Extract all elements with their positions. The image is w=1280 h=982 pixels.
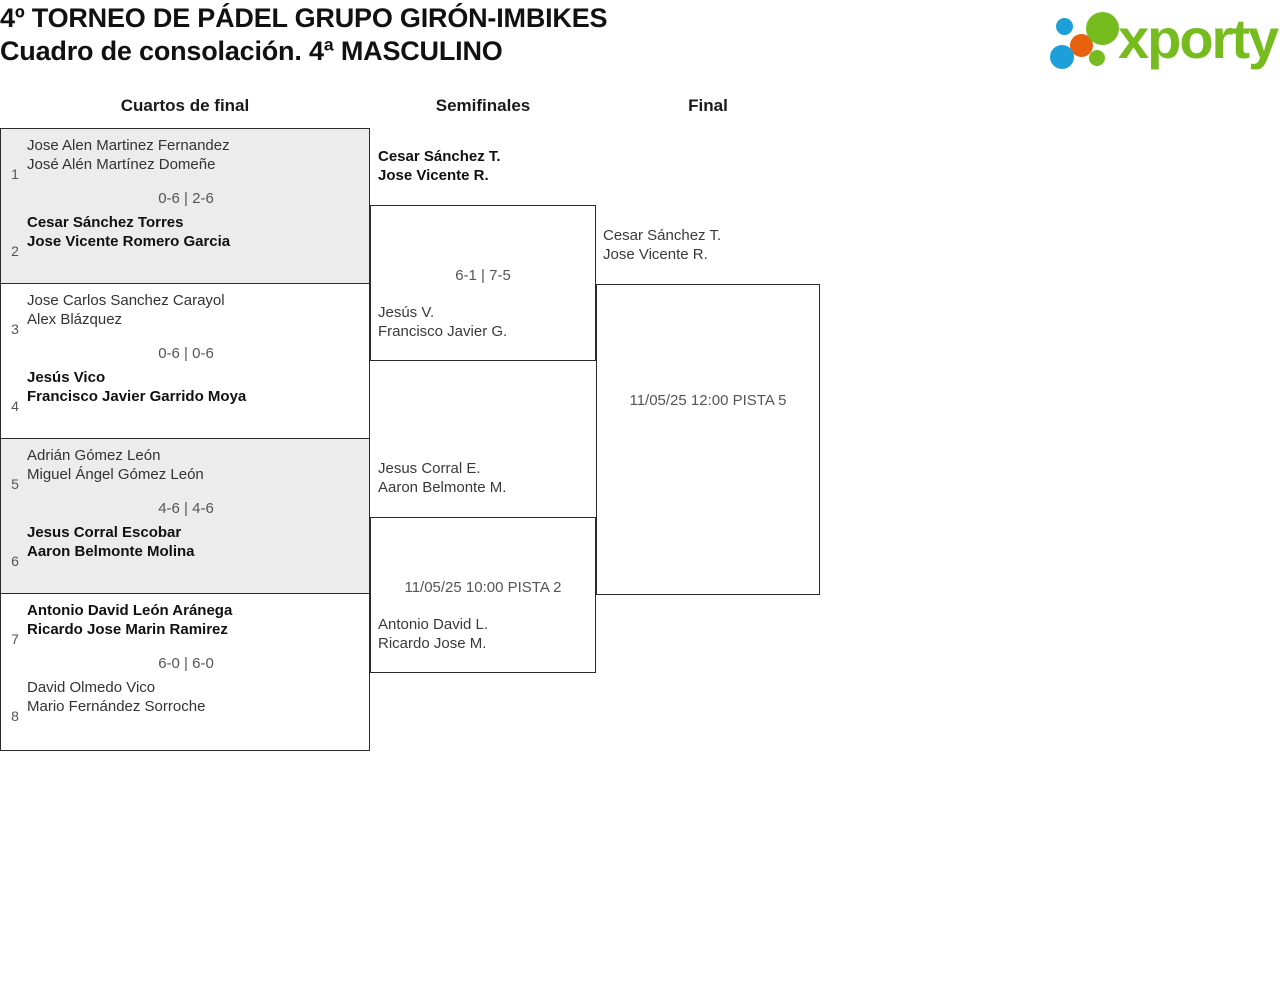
seed-number: 6 xyxy=(11,553,19,569)
team-entry-winner[interactable]: Cesar Sánchez Torres Jose Vicente Romero… xyxy=(27,214,361,251)
player-name: José Alén Martínez Domeñe xyxy=(27,155,216,173)
match-schedule: 11/05/25 12:00 PISTA 5 xyxy=(629,392,787,409)
seed-number: 1 xyxy=(11,166,19,182)
player-name: Ricardo Jose Marin Ramirez xyxy=(27,620,228,638)
tournament-header: 4º TORNEO DE PÁDEL GRUPO GIRÓN-IMBIKES C… xyxy=(0,0,1030,68)
player-name: Adrián Gómez León xyxy=(27,447,161,464)
logo-dots-icon xyxy=(1044,10,1122,72)
player-name: Miguel Ángel Gómez León xyxy=(27,465,204,483)
team-entry[interactable]: David Olmedo Vico Mario Fernández Sorroc… xyxy=(27,679,361,716)
round-header-quarterfinals: Cuartos de final xyxy=(120,96,250,115)
player-name: Jesús Vico xyxy=(27,369,106,386)
round-header-final: Final xyxy=(688,96,728,115)
team-entry[interactable]: Jose Carlos Sanchez Carayol Alex Blázque… xyxy=(27,292,361,329)
player-name: Jose Alen Martinez Fernandez xyxy=(27,137,230,154)
team-entry[interactable]: Antonio David L. Ricardo Jose M. xyxy=(378,616,589,653)
player-name: Francisco Javier G. xyxy=(378,322,508,340)
logo-dot-green-large-icon xyxy=(1086,12,1119,45)
player-name: Jesus Corral E. xyxy=(378,460,481,477)
player-name: Aaron Belmonte Molina xyxy=(27,542,195,560)
logo-wordmark: xporty xyxy=(1118,7,1279,70)
player-name: Jesus Corral Escobar xyxy=(27,524,182,541)
player-name: Cesar Sánchez T. xyxy=(603,227,722,244)
player-name: Jesús V. xyxy=(378,304,435,321)
team-entry-winner[interactable]: Antonio David León Aránega Ricardo Jose … xyxy=(27,602,361,639)
tournament-subtitle: Cuadro de consolación. 4ª MASCULINO xyxy=(0,36,503,66)
player-name: Ricardo Jose M. xyxy=(378,634,487,652)
player-name: Mario Fernández Sorroche xyxy=(27,697,206,715)
seed-number: 4 xyxy=(11,398,19,414)
match-score: 6-1 | 7-5 xyxy=(455,267,511,284)
player-name: Jose Vicente R. xyxy=(603,245,708,263)
player-name: David Olmedo Vico xyxy=(27,679,156,696)
match-score: 0-6 | 0-6 xyxy=(158,345,214,362)
team-entry-winner[interactable]: Jesús Vico Francisco Javier Garrido Moya xyxy=(27,369,361,406)
logo-dot-blue-small-icon xyxy=(1056,18,1073,35)
match-score: 6-0 | 6-0 xyxy=(158,655,214,672)
team-entry[interactable]: Cesar Sánchez T. Jose Vicente R. xyxy=(603,227,813,264)
xporty-logo[interactable]: xporty xyxy=(1038,4,1279,74)
player-name: Aaron Belmonte M. xyxy=(378,478,507,496)
logo-dot-orange-icon xyxy=(1070,34,1093,57)
team-entry[interactable]: Jesus Corral E. Aaron Belmonte M. xyxy=(378,460,589,497)
seed-number: 8 xyxy=(11,708,19,724)
player-name: Antonio David L. xyxy=(378,616,489,633)
tournament-bracket: 1 Jose Alen Martinez Fernandez José Alén… xyxy=(0,128,820,751)
seed-number: 5 xyxy=(11,476,19,492)
match-schedule: 11/05/25 10:00 PISTA 2 xyxy=(404,579,562,596)
player-name: Francisco Javier Garrido Moya xyxy=(27,387,247,405)
player-name: Alex Blázquez xyxy=(27,310,123,328)
team-entry[interactable]: Jose Alen Martinez Fernandez José Alén M… xyxy=(27,137,361,174)
tournament-title: 4º TORNEO DE PÁDEL GRUPO GIRÓN-IMBIKES xyxy=(0,3,608,33)
semifinal-match-1[interactable]: Cesar Sánchez T. Jose Vicente R. 6-1 | 7… xyxy=(370,148,596,361)
player-name: Jose Carlos Sanchez Carayol xyxy=(27,292,225,309)
semifinal-match-2[interactable]: Jesus Corral E. Aaron Belmonte M. 11/05/… xyxy=(370,460,596,673)
team-entry-winner[interactable]: Cesar Sánchez T. Jose Vicente R. xyxy=(378,148,589,185)
seed-number: 2 xyxy=(11,243,19,259)
logo-dot-blue-large-icon xyxy=(1050,45,1074,69)
match-score: 0-6 | 2-6 xyxy=(158,190,214,207)
player-name: Antonio David León Aránega xyxy=(27,602,233,619)
final-match[interactable]: Cesar Sánchez T. Jose Vicente R. 11/05/2… xyxy=(596,227,820,595)
logo-dot-green-small-icon xyxy=(1089,50,1105,66)
quarterfinal-match-1[interactable]: 1 Jose Alen Martinez Fernandez José Alén… xyxy=(0,128,370,284)
team-entry[interactable]: Jesús V. Francisco Javier G. xyxy=(378,304,589,341)
team-entry-winner[interactable]: Jesus Corral Escobar Aaron Belmonte Moli… xyxy=(27,524,361,561)
quarterfinal-match-3[interactable]: 5 Adrián Gómez León Miguel Ángel Gómez L… xyxy=(0,438,370,594)
player-name: Cesar Sánchez T. xyxy=(378,148,501,165)
seed-number: 3 xyxy=(11,321,19,337)
round-header-semifinals: Semifinales xyxy=(435,96,531,115)
player-name: Jose Vicente Romero Garcia xyxy=(27,232,231,250)
quarterfinal-match-2[interactable]: 3 Jose Carlos Sanchez Carayol Alex Blázq… xyxy=(0,283,370,439)
player-name: Cesar Sánchez Torres xyxy=(27,214,184,231)
player-name: Jose Vicente R. xyxy=(378,166,489,184)
team-entry[interactable]: Adrián Gómez León Miguel Ángel Gómez Leó… xyxy=(27,447,361,484)
match-score: 4-6 | 4-6 xyxy=(158,500,214,517)
seed-number: 7 xyxy=(11,631,19,647)
quarterfinal-match-4[interactable]: 7 Antonio David León Aránega Ricardo Jos… xyxy=(0,593,370,751)
